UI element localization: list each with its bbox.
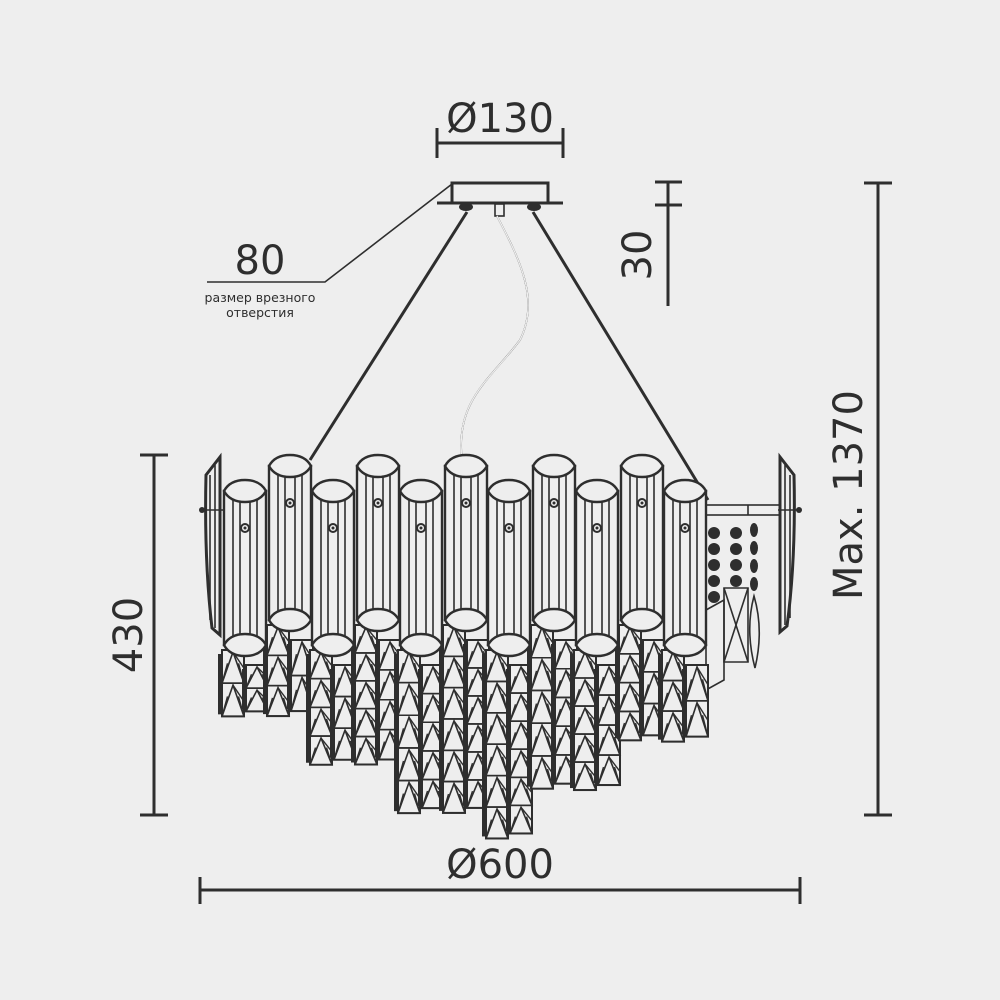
crystal-prism (306, 649, 334, 766)
crystal-bar (574, 478, 620, 658)
cutout-leader (207, 183, 453, 283)
body-height-dimension (140, 453, 168, 817)
cutout-caption-line2: отверстия (226, 305, 294, 320)
right-side-plate (705, 452, 802, 636)
crystal-bar (222, 478, 268, 658)
crystal-prism (439, 624, 467, 814)
canopy (437, 181, 563, 217)
crystal-prism (482, 649, 510, 840)
crystal-bar (486, 478, 532, 658)
crystal-bars (222, 453, 708, 658)
max-height-dimension (864, 181, 892, 817)
crystal-bar (267, 453, 313, 633)
crystal-prism (218, 649, 246, 718)
crystal-bar (619, 453, 665, 633)
bead-strands (705, 523, 761, 692)
body-height-label: 430 (106, 596, 152, 674)
canopy-diameter-dimension (435, 128, 565, 158)
canopy-height-label: 30 (615, 229, 661, 281)
cutout-caption-line1: размер врезного (204, 290, 316, 305)
crystal-prism (570, 649, 598, 792)
crystal-bar (398, 478, 444, 658)
canopy-height-dimension (655, 180, 682, 306)
crystal-bar (662, 478, 708, 658)
suspension-cables (308, 211, 710, 501)
cutout-size-label: 80 (234, 238, 286, 284)
crystal-prism (351, 624, 379, 766)
max-height-label: Max. 1370 (826, 390, 872, 600)
left-side-plate (199, 452, 228, 639)
canopy-diameter-label: Ø130 (446, 96, 554, 142)
crystal-bar (310, 478, 356, 658)
crystal-prism (394, 649, 422, 815)
crystal-prism (615, 624, 643, 742)
body-diameter-label: Ø600 (446, 842, 554, 888)
crystal-prisms (218, 624, 710, 840)
crystal-prism (330, 664, 358, 761)
body-diameter-dimension (198, 877, 802, 904)
crystal-bar (355, 453, 401, 633)
crystal-prism (682, 664, 710, 738)
crystal-prism (527, 624, 555, 790)
crystal-bar (531, 453, 577, 633)
crystal-bar (443, 453, 489, 633)
crystal-prism (658, 649, 686, 743)
